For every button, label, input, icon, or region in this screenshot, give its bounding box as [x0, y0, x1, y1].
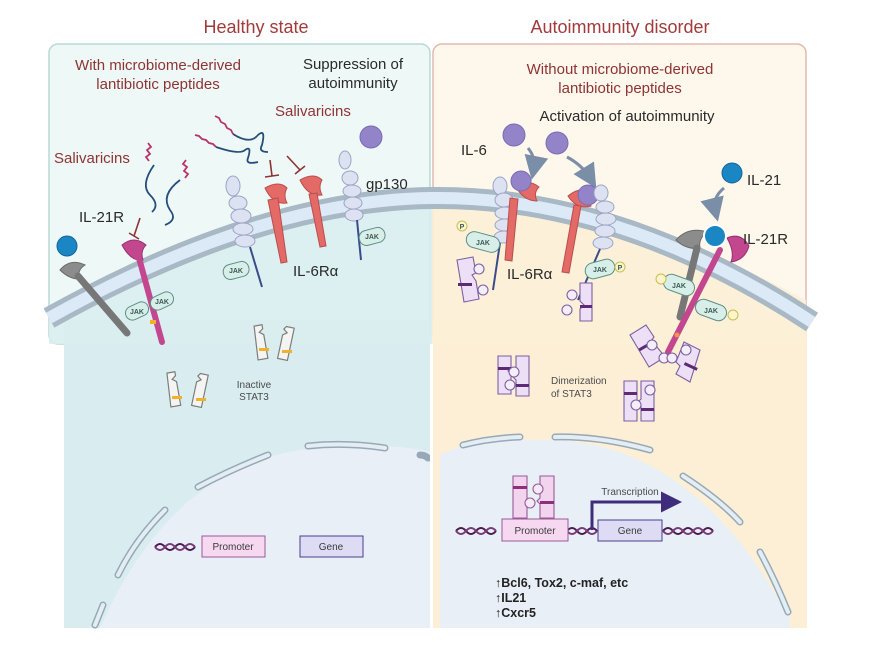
stat3-dimer-1	[497, 355, 530, 397]
healthy-subtitle-line2: lantibiotic peptides	[96, 76, 219, 93]
stat3-bound-disorder-left	[456, 256, 489, 303]
disorder-subtitle-line2: lantibiotic peptides	[558, 80, 681, 97]
transcription-label: Transcription	[601, 487, 658, 498]
stat3-dimer-2	[623, 380, 656, 422]
binding-arrow-1	[524, 147, 549, 180]
jak-healthy-gp130-right: JAK	[358, 226, 386, 247]
upregulated-gene-3: ↑Cxcr5	[495, 606, 536, 620]
salivaricin-peptides	[144, 115, 269, 226]
svg-text:P: P	[460, 224, 465, 231]
cell-membrane	[43, 186, 819, 332]
svg-text:P: P	[618, 265, 623, 272]
dna-disorder	[455, 527, 714, 535]
svg-text:JAK: JAK	[476, 240, 490, 247]
svg-text:JAK: JAK	[155, 299, 169, 306]
inactive-stat3-label-line1: Inactive	[237, 380, 272, 391]
gene-box-disorder	[597, 519, 663, 542]
binding-arrow-2	[566, 155, 597, 189]
gene-label-disorder: Gene	[618, 526, 643, 537]
il6ra-receptor-healthy	[264, 175, 327, 264]
binding-arrow-il21	[700, 186, 725, 222]
salivaricins-label-top: Salivaricins	[275, 103, 351, 120]
jak-healthy-il21r-2: JAK	[149, 291, 175, 311]
il6-bound-1	[510, 170, 532, 192]
jak-healthy-il21r-1: JAK	[124, 301, 150, 321]
promoter-box-healthy	[201, 535, 266, 558]
healthy-title: Healthy state	[203, 17, 308, 37]
transcription-arrow	[590, 491, 682, 530]
jak-disorder-il21r-1: JAK	[655, 273, 696, 297]
dimerization-label-line1: Dimerization	[551, 376, 607, 387]
gp130-label: gp130	[366, 176, 408, 193]
gp130-receptor-disorder-right	[577, 184, 617, 301]
salivaricins-label-left: Salivaricins	[54, 150, 130, 167]
promoter-label-disorder: Promoter	[514, 526, 556, 537]
inactive-stat3-group	[166, 324, 295, 409]
svg-text:JAK: JAK	[704, 308, 718, 315]
promoter-box-disorder	[501, 518, 569, 542]
activation-label: Activation of autoimmunity	[539, 108, 715, 125]
disorder-title: Autoimmunity disorder	[530, 17, 709, 37]
svg-text:JAK: JAK	[130, 309, 144, 316]
il6-ligand-2	[545, 131, 569, 155]
il21-ligand-free	[721, 162, 743, 184]
jak-disorder-right: JAK P	[584, 258, 626, 280]
svg-text:JAK: JAK	[593, 267, 607, 274]
il21-label: IL-21	[747, 172, 781, 189]
upregulated-gene-2: ↑IL21	[495, 591, 526, 605]
il6ra-label-healthy: IL-6Rα	[293, 263, 339, 280]
il21-ligand-healthy	[56, 235, 78, 257]
jak-disorder-il21r-2: JAK	[694, 298, 739, 322]
stat3-bound-disorder-middle	[561, 282, 593, 322]
il21r-label-disorder: IL-21R	[743, 231, 788, 248]
il21r-receptor-healthy	[59, 239, 165, 345]
il6-ligand-1	[502, 123, 526, 147]
il21r-label-healthy: IL-21R	[79, 209, 124, 226]
stat3-bound-il21r	[629, 324, 701, 383]
stat3-bands	[172, 348, 292, 401]
gene-box-healthy	[299, 535, 364, 558]
svg-text:JAK: JAK	[672, 283, 686, 290]
jak-disorder-left: JAK P	[456, 220, 501, 253]
promoter-label-healthy: Promoter	[212, 542, 254, 553]
suppression-label-line1: Suppression of	[303, 56, 404, 73]
inhibition-markers	[128, 155, 306, 240]
jak-healthy-gp130-left: JAK	[222, 260, 250, 281]
svg-text:JAK: JAK	[229, 268, 243, 275]
svg-text:JAK: JAK	[365, 234, 379, 241]
dimerization-label-line2: of STAT3	[551, 389, 592, 400]
disorder-subtitle-line1: Without microbiome-derived	[527, 61, 714, 78]
stat3-dimer-on-promoter	[512, 475, 555, 519]
gp130-receptor-healthy-left	[225, 175, 263, 288]
il6-label: IL-6	[461, 142, 487, 159]
inactive-stat3-label-line2: STAT3	[239, 392, 269, 403]
il21-ligand-bound	[703, 224, 727, 248]
healthy-subtitle-line1: With microbiome-derived	[75, 57, 241, 74]
suppression-label-line2: autoimmunity	[308, 75, 398, 92]
upregulated-gene-1: ↑Bcl6, Tox2, c-maf, etc	[495, 576, 628, 590]
gene-label-healthy: Gene	[319, 542, 344, 553]
il6-ligand-free	[359, 125, 383, 149]
il6ra-label-disorder: IL-6Rα	[507, 266, 553, 283]
gp130-receptor-healthy-right	[338, 150, 364, 261]
